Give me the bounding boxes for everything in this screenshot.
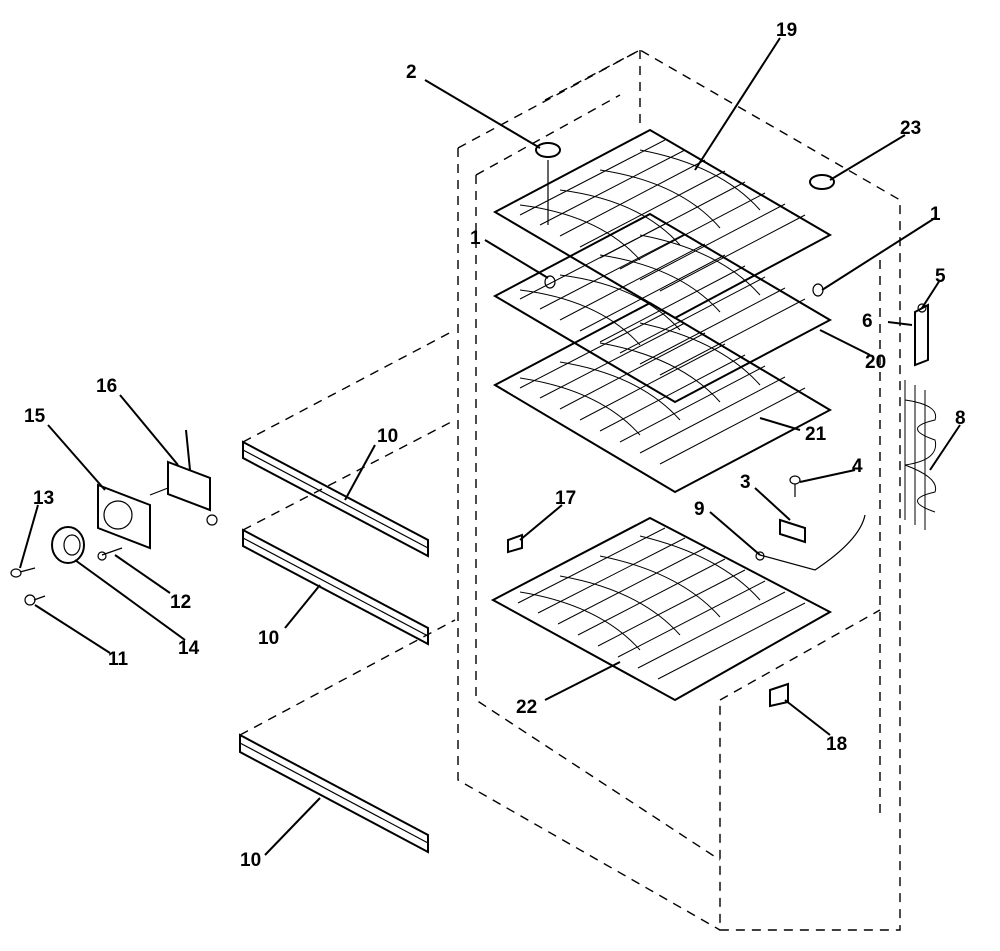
shelf-coil-19: [492, 128, 833, 320]
callout-12: 12: [170, 592, 191, 613]
screw-12: [97, 547, 123, 561]
control-housing-15: [97, 483, 151, 550]
leader-lines: [19, 37, 961, 856]
clip-18: [769, 682, 789, 708]
knob-14: [51, 526, 85, 564]
callout-17: 17: [555, 488, 576, 509]
callout-23: 23: [900, 118, 921, 139]
screw-13: [10, 567, 36, 578]
callout-20: 20: [865, 352, 886, 373]
grommet-2: [535, 142, 561, 225]
callout-18: 18: [826, 734, 847, 755]
wire-9: [755, 514, 866, 571]
rail-10-middle: [242, 528, 429, 646]
shelf-coil-22: [490, 516, 833, 702]
thermostat-16: [149, 429, 218, 526]
shelf-coil-21: [492, 301, 833, 494]
callout-13: 13: [33, 488, 54, 509]
screw-1-right: [812, 283, 824, 297]
callout-14: 14: [178, 638, 200, 659]
grommet-23: [809, 174, 835, 190]
callout-9: 9: [694, 499, 705, 520]
callout-3: 3: [740, 472, 751, 493]
callout-22: 22: [516, 697, 537, 718]
screw-1-left: [544, 275, 556, 289]
screw-11: [24, 594, 46, 606]
callout-16: 16: [96, 376, 117, 397]
rail-guide-lines: [239, 329, 456, 736]
callout-15: 15: [24, 406, 46, 427]
bracket-3: [779, 518, 806, 544]
callout-10-top: 10: [377, 426, 398, 447]
shelf-coil-20: [492, 212, 833, 404]
rail-10-bottom: [239, 733, 429, 854]
callout-5: 5: [935, 266, 946, 287]
callout-1-left: 1: [470, 228, 481, 249]
rail-10-top: [242, 440, 429, 558]
clip-17: [507, 533, 523, 554]
callout-11: 11: [108, 649, 129, 670]
callout-10-middle: 10: [258, 628, 279, 649]
callout-2: 2: [406, 62, 417, 83]
screw-4: [789, 475, 801, 497]
clip-5-6: [914, 303, 929, 367]
callout-6: 6: [862, 311, 873, 332]
callout-19: 19: [776, 20, 797, 41]
cabinet-outline: [457, 49, 901, 931]
callout-1-right: 1: [930, 204, 941, 225]
callout-8: 8: [955, 408, 966, 429]
callout-21: 21: [805, 424, 827, 445]
callout-10-bottom: 10: [240, 850, 261, 871]
callout-4: 4: [852, 456, 863, 477]
heater-coil-8: [904, 380, 937, 530]
